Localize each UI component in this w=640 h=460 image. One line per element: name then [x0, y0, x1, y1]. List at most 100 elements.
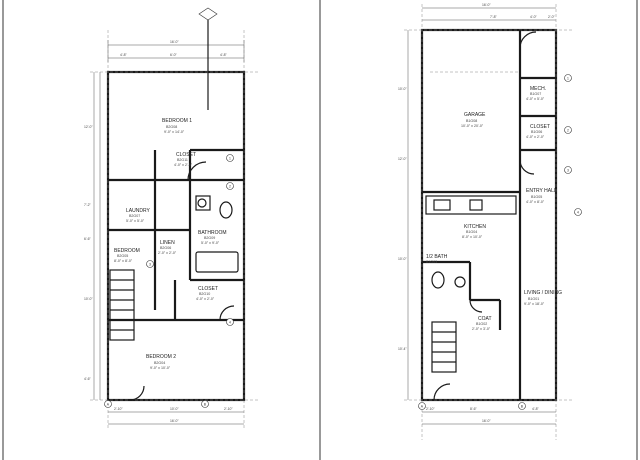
room-label-bedroom2: BEDROOM 2 B2G04 9'-0" x 10'-0": [146, 354, 176, 370]
second-floor-dims-top: 16'-0" 4'-8" 6'-0" 4'-8": [107, 40, 245, 62]
svg-text:B: B: [204, 402, 207, 406]
svg-text:A: A: [107, 402, 110, 406]
svg-text:4'-0" x 2'-0": 4'-0" x 2'-0": [196, 297, 215, 301]
svg-text:5'-0" x 9'-0": 5'-0" x 9'-0": [201, 241, 220, 245]
svg-text:B1G03: B1G03: [426, 260, 437, 264]
first-floor-dims-bottom: 2'-10" 8'-6" 4'-8" 16'-0": [422, 407, 556, 425]
svg-text:2: 2: [567, 128, 569, 132]
svg-text:4: 4: [577, 210, 579, 214]
svg-text:B1G07: B1G07: [530, 92, 541, 96]
svg-text:MECH.: MECH.: [530, 86, 546, 92]
svg-text:3: 3: [149, 262, 151, 266]
svg-text:B2G07: B2G07: [129, 214, 140, 218]
svg-text:7'-8": 7'-8": [490, 15, 498, 19]
svg-text:12'-0": 12'-0": [398, 157, 407, 161]
svg-text:2'-0" x 2'-0": 2'-0" x 2'-0": [158, 251, 177, 255]
svg-text:B2G11: B2G11: [177, 158, 188, 162]
dim-top-seg3: 4'-8": [220, 53, 228, 57]
svg-text:BEDROOM 2: BEDROOM 2: [146, 354, 176, 360]
svg-text:CLOSET: CLOSET: [198, 286, 218, 292]
svg-text:10'-4": 10'-4": [398, 347, 407, 351]
svg-text:10'-0": 10'-0": [84, 297, 93, 301]
svg-text:4'-0" x 5'-0": 4'-0" x 5'-0": [526, 97, 545, 101]
room-label-mech: MECH. B1G07 4'-0" x 5'-0": [526, 86, 546, 101]
svg-text:1/2 BATH: 1/2 BATH: [426, 254, 448, 260]
north-arrow-tag: [198, 7, 218, 110]
svg-text:A: A: [421, 404, 424, 408]
door-swing: [519, 159, 535, 175]
room-label-bathroom: BATHROOM B2G09 5'-0" x 9'-0": [198, 230, 227, 245]
svg-text:B: B: [521, 404, 524, 408]
svg-text:B2G05: B2G05: [117, 254, 128, 258]
room-label-entry: ENTRY HALL B1G05 4'-0" x 8'-0": [526, 188, 557, 204]
room-label-linen: LINEN B2G06 2'-0" x 2'-0": [158, 240, 177, 255]
svg-text:COAT: COAT: [478, 316, 492, 322]
second-floor-plan: 16'-0" 4'-8" 6'-0" 4'-8": [84, 7, 260, 430]
svg-text:12'-0": 12'-0": [84, 125, 93, 129]
svg-text:1: 1: [567, 76, 569, 80]
svg-text:2'-10": 2'-10": [426, 407, 435, 411]
room-label-closet1: CLOSET B2G11 4'-0" x 2'-0": [174, 152, 196, 167]
room-label-bedroom-small: BEDROOM B2G05 8'-0" x 8'-0": [114, 248, 140, 263]
svg-text:4: 4: [229, 320, 231, 324]
svg-text:1: 1: [229, 156, 231, 160]
door-swing: [219, 305, 235, 321]
svg-text:9'-0" x 18'-0": 9'-0" x 18'-0": [524, 302, 545, 306]
half-bath-fixtures: [431, 271, 466, 289]
svg-text:BEDROOM 1: BEDROOM 1: [162, 118, 192, 124]
first-floor-dims-top: 16'-0" 7'-8" 4'-0" 2'-0": [422, 3, 556, 21]
svg-text:10'-0" x 20'-0": 10'-0" x 20'-0": [461, 124, 484, 128]
svg-text:4'-0" x 8'-0": 4'-0" x 8'-0": [526, 200, 545, 204]
svg-text:4'-0": 4'-0": [530, 15, 538, 19]
room-label-coat: COAT B1G02 2'-0" x 3'-0": [472, 316, 492, 331]
svg-text:BEDROOM: BEDROOM: [114, 248, 140, 254]
svg-text:B2G04: B2G04: [154, 361, 165, 365]
svg-text:2'-0": 2'-0": [548, 15, 556, 19]
room-label-bedroom1: BEDROOM 1 B2G08 9'-0" x 14'-0": [162, 118, 192, 134]
svg-text:2'-10": 2'-10": [224, 407, 233, 411]
door-swing: [433, 383, 451, 401]
svg-text:B1G04: B1G04: [466, 230, 477, 234]
svg-text:9'-0" x 14'-0": 9'-0" x 14'-0": [164, 130, 185, 134]
svg-text:10'-0": 10'-0": [170, 407, 179, 411]
svg-text:6'-6": 6'-6": [84, 237, 92, 241]
second-floor-dims-bottom: 2'-10" 10'-0" 2'-10" 16'-0": [108, 407, 244, 425]
svg-text:ENTRY HALL: ENTRY HALL: [526, 188, 557, 194]
room-label-laundry: LAUNDRY B2G07 5'-0" x 5'-0": [126, 208, 150, 223]
door-swing: [469, 299, 483, 313]
svg-text:GARAGE: GARAGE: [464, 112, 486, 118]
svg-text:B1G08: B1G08: [466, 119, 477, 123]
svg-text:9'-0" x 10'-0": 9'-0" x 10'-0": [150, 366, 171, 370]
svg-text:4'-8": 4'-8": [532, 407, 540, 411]
bathroom-fixtures: [195, 195, 239, 273]
stair-second-floor: [109, 269, 135, 341]
dim-top-overall: 16'-0": [170, 40, 179, 44]
svg-text:8'-6": 8'-6": [470, 407, 478, 411]
stair-first-floor: [431, 321, 457, 373]
room-label-closet: CLOSET B1G06 4'-0" x 2'-0": [526, 124, 550, 139]
svg-text:LINEN: LINEN: [160, 240, 175, 246]
svg-text:CLOSET: CLOSET: [176, 152, 196, 158]
first-floor-plan: 16'-0" 7'-8" 4'-0" 2'-0": [398, 3, 582, 440]
svg-text:B1G06: B1G06: [531, 130, 542, 134]
svg-text:B2G10: B2G10: [199, 292, 210, 296]
svg-text:LAUNDRY: LAUNDRY: [126, 208, 150, 214]
svg-text:4'-6": 4'-6": [84, 377, 92, 381]
svg-text:2: 2: [229, 184, 231, 188]
dim-top-seg2: 6'-0": [170, 53, 178, 57]
svg-text:B1G01: B1G01: [528, 297, 539, 301]
room-label-living: LIVING / DINING B1G01 9'-0" x 18'-0": [524, 290, 562, 306]
room-label-kitchen: KITCHEN B1G04 8'-0" x 10'-0": [462, 224, 486, 239]
svg-text:10'-0": 10'-0": [398, 87, 407, 91]
svg-text:4'-0" x 2'-0": 4'-0" x 2'-0": [174, 163, 193, 167]
svg-text:B2G06: B2G06: [160, 246, 171, 250]
svg-text:16'-0": 16'-0": [482, 3, 491, 7]
svg-text:B1G02: B1G02: [476, 322, 487, 326]
room-label-closet2: CLOSET B2G10 4'-0" x 2'-0": [196, 286, 218, 301]
svg-text:B1G05: B1G05: [531, 195, 542, 199]
svg-text:LIVING / DINING: LIVING / DINING: [524, 290, 562, 296]
room-label-garage: GARAGE B1G08 10'-0" x 20'-0": [461, 112, 486, 128]
svg-text:2'-0" x 3'-0": 2'-0" x 3'-0": [472, 327, 491, 331]
second-floor-grid-tags: A B 1 2 3 4: [104, 154, 234, 408]
door-swing: [129, 385, 145, 401]
